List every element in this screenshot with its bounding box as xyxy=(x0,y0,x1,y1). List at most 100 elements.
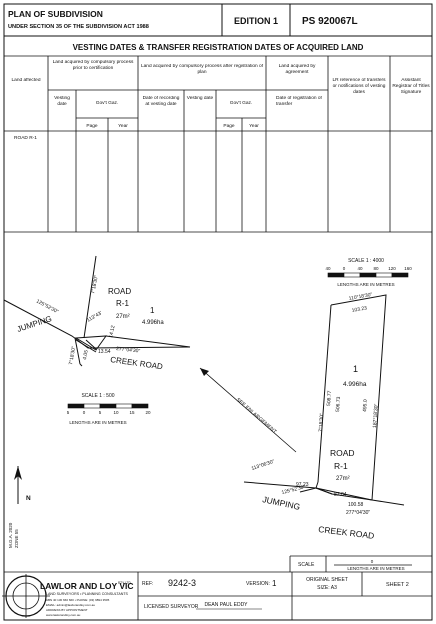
sub-govt-gaz-1: Gov't Gaz. xyxy=(96,100,119,106)
scale-4000-tick-3: 80 xyxy=(373,266,379,271)
bearing-3: 7°18'30" xyxy=(68,346,77,366)
title-block: SCALE 0 LENGTHS ARE IN METRES LAWLOR AND… xyxy=(2,555,432,620)
sheet-border xyxy=(3,3,433,621)
plan-number: PS 920067L xyxy=(302,16,358,27)
dim-506: 506.73 xyxy=(335,396,342,412)
dim-113: 113°06'30" xyxy=(251,459,276,472)
enlargement-lot-area: 4.996ha xyxy=(142,320,164,326)
version-label: VERSION: xyxy=(246,581,270,587)
scale-500-segment xyxy=(67,403,85,409)
overall-street-1: JUMPING xyxy=(262,494,301,512)
dim-508: 508.77 xyxy=(326,390,333,406)
col-assistant-registrar: Assistant Registrar of Titles Signature xyxy=(392,78,429,95)
sub-date-recording: Date of recording at vesting date xyxy=(143,96,180,107)
dim-277: 277°04'30" xyxy=(346,510,370,516)
col-lr-reference: LR reference of transfers or notificatio… xyxy=(332,78,385,95)
dim-110: 110°18'30" xyxy=(348,292,373,302)
overall-road-label: ROAD xyxy=(330,448,355,458)
firm-detail-1: ABN 40 130 660 660 • PHONE: (03) 9894 35… xyxy=(46,598,110,602)
bearing-4: 113°43' xyxy=(86,310,103,323)
firm-detail-3: ADDRESS BY APPOINTMENT xyxy=(46,608,88,612)
scale-4000-segment xyxy=(391,272,409,278)
dim-97: 97.23 xyxy=(296,482,309,488)
dimension-6: 4.05 xyxy=(82,350,90,361)
enlargement-plan: ROAD R-1 1 4.996ha 27m² JUMPING CREEK RO… xyxy=(3,255,191,425)
title-scale-caption: LENGTHS ARE IN METRES xyxy=(347,566,404,571)
group-agreement: Land acquired by agreement xyxy=(279,64,316,75)
original-sheet: ORIGINAL SHEET xyxy=(306,577,348,583)
plan-title: PLAN OF SUBDIVISION xyxy=(8,9,103,19)
sub-page-1: Page xyxy=(86,123,98,129)
dim-103: 103.23 xyxy=(351,305,367,314)
group-compulsory-prior: Land acquired by compulsory process prio… xyxy=(53,60,134,71)
title-scale-value: 0 xyxy=(371,559,374,564)
dim-187: 187°18'30" xyxy=(372,403,380,428)
scale-4000-title: SCALE 1 : 4000 xyxy=(348,258,384,264)
plan-subtitle: UNDER SECTION 35 OF THE SUBDIVISION ACT … xyxy=(8,24,149,30)
firm-tagline: LAND SURVEYORS • PLANNING CONSULTANTS xyxy=(46,592,129,596)
sub-date-registration: Date of registration of transfer xyxy=(276,96,322,107)
scale-500-segment xyxy=(131,403,149,409)
enlargement-street-1: JUMPING xyxy=(16,314,53,334)
scale-500-tick-3: 10 xyxy=(113,410,119,415)
scale-4000-tick-1: 0 xyxy=(343,266,346,271)
sheet-size: SIZE: A3 xyxy=(317,585,337,591)
scale-4000-tick-4: 120 xyxy=(388,266,396,271)
bearing-7: 277°04'30" xyxy=(116,346,141,355)
scale-4000-tick-0: 40 xyxy=(325,266,331,271)
firm-detail-4: www.lawlorandloy.com.au xyxy=(46,613,81,617)
enlargement-road-label: ROAD xyxy=(108,287,131,296)
vesting-table xyxy=(4,55,432,233)
scale-500-segment xyxy=(115,403,133,409)
bearing-1: 7°18'30" xyxy=(90,275,100,295)
overall-plan: SCALE 1 : 4000 40 0 40 80 120 160 LENGTH… xyxy=(199,258,412,541)
scale-500-tick-0: 5 xyxy=(67,410,70,415)
sub-govt-gaz-2: Gov't Gaz. xyxy=(230,100,253,106)
dim-125: 125°52'30" xyxy=(281,484,306,496)
north-zone: ZONE 55 xyxy=(14,529,19,548)
scale-4000-segment xyxy=(343,272,361,278)
scale-bar-500: SCALE 1 : 500 5 0 5 10 15 20 LENGTHS ARE… xyxy=(67,393,151,425)
table-row-road-r1: ROAD R-1 xyxy=(14,135,37,141)
scale-4000-caption: LENGTHS ARE IN METRES xyxy=(337,282,394,287)
enlargement-road-id: R-1 xyxy=(116,299,129,308)
dim-100: 100.58 xyxy=(348,502,364,508)
sub-year-2: Year xyxy=(249,123,259,129)
firm-logo xyxy=(2,574,50,618)
sub-vesting-date-1: Vesting date xyxy=(54,96,70,107)
overall-lot-area: 4.996ha xyxy=(343,381,367,388)
col-land-affected: Land affected xyxy=(12,78,41,83)
north-letter: N xyxy=(26,495,31,502)
scale-500-caption: LENGTHS ARE IN METRES xyxy=(69,420,126,425)
overall-road-area: 27m² xyxy=(336,476,350,482)
sub-year-1: Year xyxy=(118,123,128,129)
overall-street-2: CREEK ROAD xyxy=(318,524,375,541)
dim-7-18: 7°18'30" xyxy=(318,413,325,432)
firm-detail-2: EMAIL: admin@lawlorandloy.com.au xyxy=(46,603,95,607)
see-enlargement-label: SEE ENLARGEMENT xyxy=(235,397,278,436)
group-compulsory-after: Land acquired by compulsory process afte… xyxy=(141,64,263,75)
vesting-table-text: VESTING DATES & TRANSFER REGISTRATION DA… xyxy=(12,43,430,141)
version-value: 1 xyxy=(272,579,277,588)
surveyor-label: LICENSED SURVEYOR xyxy=(144,604,199,610)
header: PLAN OF SUBDIVISION UNDER SECTION 35 OF … xyxy=(4,4,432,37)
scale-4000-segment xyxy=(359,272,377,278)
north-arrow: N M.G.A. 2020 ZONE 55 xyxy=(8,466,31,548)
enlargement-street-2: CREEK ROAD xyxy=(110,355,164,371)
overall-road-id: R-1 xyxy=(334,461,348,471)
lot-1-boundary xyxy=(243,294,405,506)
dim-87: 87.04 xyxy=(334,492,347,498)
ref-value: 9242-3 xyxy=(168,578,196,588)
north-datum: M.G.A. 2020 xyxy=(8,522,13,548)
vesting-table-title: VESTING DATES & TRANSFER REGISTRATION DA… xyxy=(73,43,364,52)
scale-bar-4000: SCALE 1 : 4000 40 0 40 80 120 160 LENGTH… xyxy=(325,258,412,287)
ref-label: REF: xyxy=(142,581,153,587)
firm-suffix: PTY LTD xyxy=(118,581,132,585)
sub-vesting-date-2: Vesting date xyxy=(187,96,213,101)
scale-4000-tick-2: 40 xyxy=(357,266,363,271)
title-scale-label: SCALE xyxy=(298,562,315,568)
scale-4000-segment xyxy=(375,272,393,278)
firm-name: LAWLOR AND LOY VIC xyxy=(40,581,134,591)
scale-500-segment xyxy=(99,403,117,409)
edition-label: EDITION 1 xyxy=(234,16,278,26)
